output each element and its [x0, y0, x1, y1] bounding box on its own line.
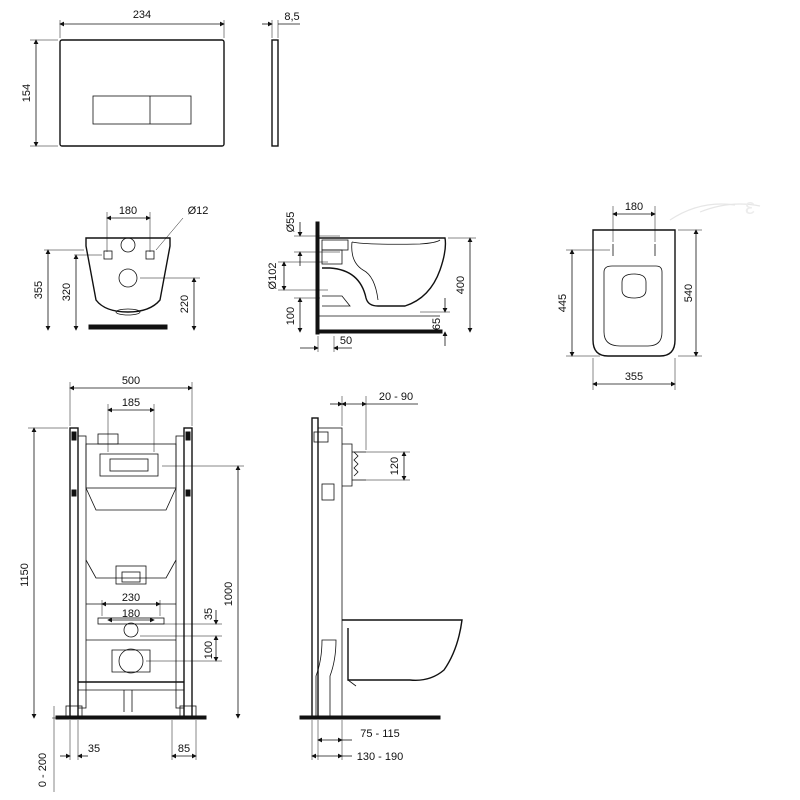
wc-side-view: 400 65 Ø55 Ø102 100 50	[267, 212, 476, 352]
wc-offset-50-label: 50	[340, 335, 352, 347]
wc-outlet-height-label: 220	[179, 295, 191, 313]
wc-back-view: 180 Ø12 355 320 220	[33, 205, 209, 331]
frame-depth-range-label: 20 - 90	[379, 391, 413, 403]
frame-foot-left-label: 35	[88, 743, 100, 755]
frame-range-2-label: 130 - 190	[357, 751, 403, 763]
frame-bolt-outer-label: 230	[122, 592, 140, 604]
wc-bottom-100-label: 100	[285, 307, 297, 325]
wc-bolt-spacing-label: 180	[119, 205, 137, 217]
wc-inlet-diameter-label: Ø55	[285, 212, 297, 233]
svg-text:ε: ε	[745, 194, 755, 219]
wc-outlet-offset-label: 65	[431, 318, 443, 330]
wc-side-height-label: 400	[455, 276, 467, 294]
wc-width-label: 355	[625, 371, 643, 383]
frame-dim-35-label: 35	[203, 608, 215, 620]
wc-outlet-diameter-label: Ø102	[267, 263, 279, 290]
frame-front-view: 500 185 1150 1000 230 180 35 100 0 - 200	[19, 375, 244, 792]
wc-length-label: 540	[683, 284, 695, 302]
frame-foot-right-label: 85	[178, 743, 190, 755]
plate-depth-label: 8,5	[284, 11, 299, 23]
wc-height-320-label: 320	[61, 283, 73, 301]
frame-adjust-range-label: 0 - 200	[37, 753, 49, 787]
flush-plate-side-view: 8,5	[262, 11, 300, 147]
frame-inner-height-label: 1000	[223, 582, 235, 606]
plate-height-label: 154	[21, 84, 33, 102]
wc-height-355-label: 355	[33, 281, 45, 299]
frame-side-view: 20 - 90 120 75 - 115 130 - 190	[299, 391, 463, 763]
wc-top-hole-spacing-label: 180	[625, 201, 643, 213]
flush-plate-front-view: 234 154	[21, 9, 225, 147]
frame-bolt-inner-label: 180	[122, 608, 140, 620]
wc-bolt-diameter-label: Ø12	[188, 205, 209, 217]
plate-width-label: 234	[133, 9, 151, 21]
frame-plate-height-label: 120	[389, 457, 401, 475]
frame-height-label: 1150	[19, 563, 31, 587]
wc-top-view: 180 445 540 355	[557, 201, 702, 390]
frame-plate-spacing-label: 185	[122, 397, 140, 409]
wc-inner-length-label: 445	[557, 294, 569, 312]
frame-range-1-label: 75 - 115	[360, 728, 400, 740]
frame-width-label: 500	[122, 375, 140, 387]
brand-watermark: ε	[669, 194, 761, 221]
frame-dim-100-label: 100	[203, 641, 215, 659]
